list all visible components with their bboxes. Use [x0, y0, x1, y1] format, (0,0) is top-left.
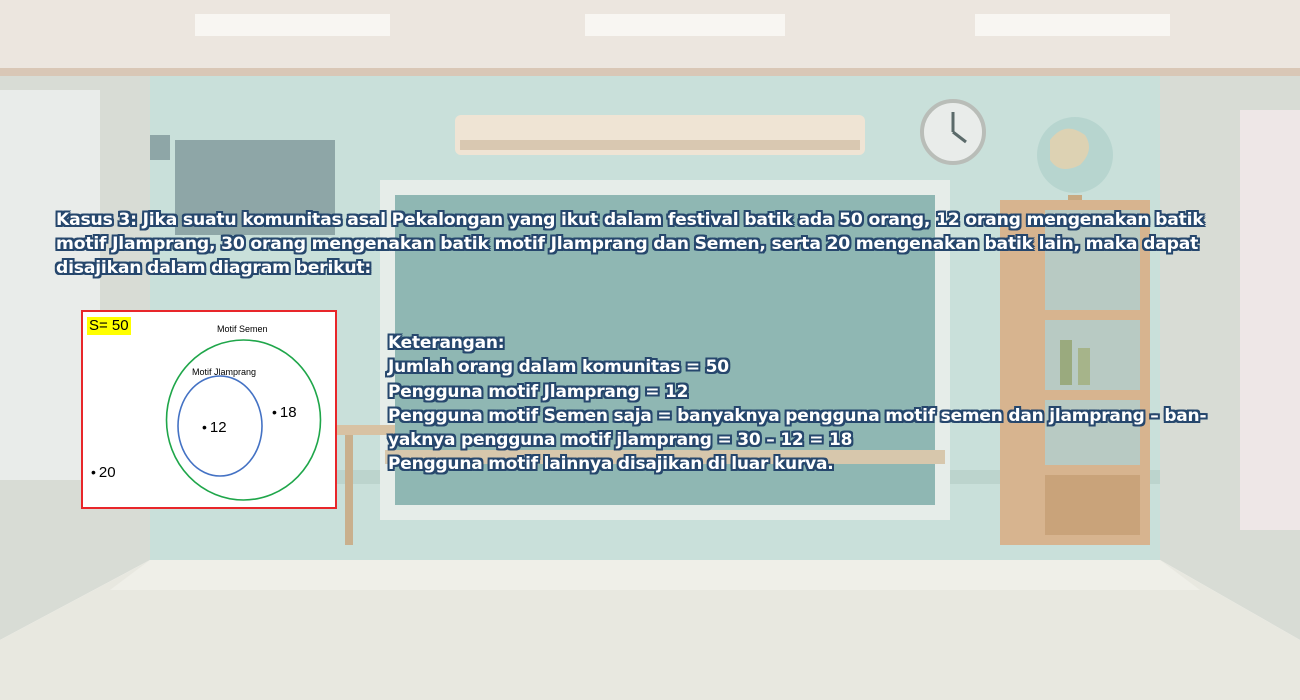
legend-line-3: Pengguna motif Semen saja = banyaknya pe… [388, 405, 1207, 426]
legend-title: Keterangan: [388, 333, 505, 353]
outside-value-text: 20 [98, 464, 116, 481]
case-description: Kasus 3: Jika suatu komunitas asal Pekal… [56, 210, 1204, 278]
legend: Keterangan: Jumlah orang dalam komunitas… [388, 331, 1238, 477]
legend-line-5: Pengguna motif lainnya disajikan di luar… [388, 454, 834, 475]
universal-set-label: S= 50 [87, 317, 131, 335]
outer-set-label: Motif Semen [217, 324, 268, 334]
inner-value: •12 [202, 419, 227, 436]
outside-value: •20 [91, 464, 116, 481]
outer-set-circle [165, 339, 322, 501]
legend-line-4: yaknya pengguna motif jlamprang = 30 – 1… [388, 430, 853, 451]
point-marker: • [91, 464, 96, 480]
legend-line-2: Pengguna motif Jlamprang = 12 [388, 381, 689, 402]
outer-only-value: •18 [272, 404, 297, 421]
legend-line-1: Jumlah orang dalam komunitas = 50 [388, 357, 729, 378]
point-marker: • [272, 404, 277, 420]
venn-circles [165, 339, 322, 501]
outer-only-value-text: 18 [279, 404, 297, 421]
inner-value-text: 12 [209, 419, 227, 436]
venn-diagram: S= 50 Motif Semen Motif Jlamprang •12 •1… [81, 310, 337, 509]
inner-set-label: Motif Jlamprang [192, 367, 257, 377]
inner-set-circle [177, 375, 263, 477]
point-marker: • [202, 419, 207, 435]
